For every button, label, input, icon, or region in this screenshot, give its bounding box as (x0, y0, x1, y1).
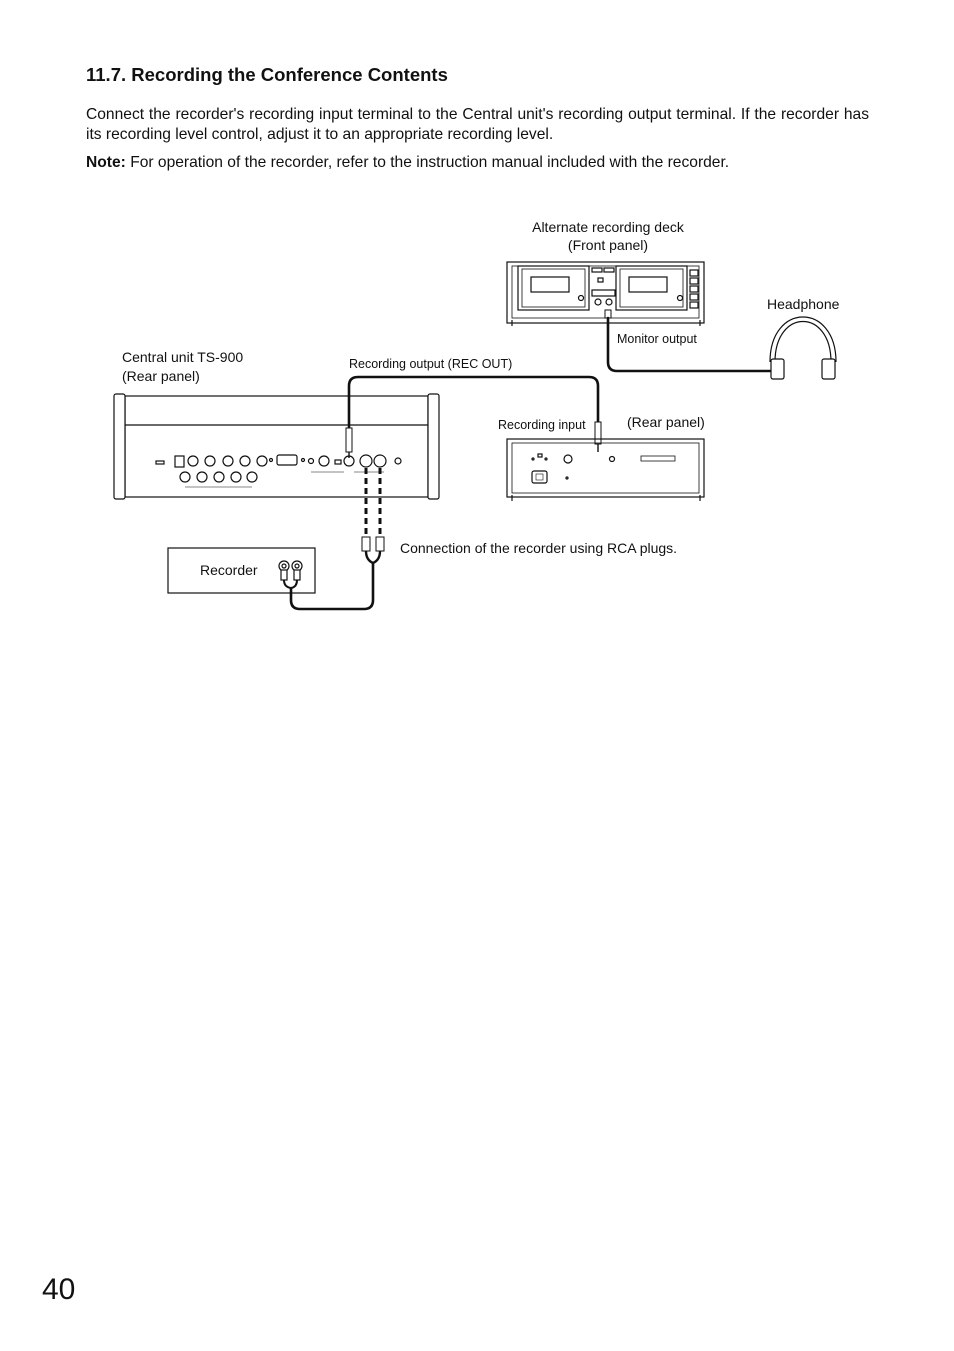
headphone-icon (769, 316, 837, 380)
intro-paragraph: Connect the recorder's recording input t… (86, 106, 869, 143)
deck-front-label-line2: (Front panel) (568, 237, 648, 253)
headphone-label: Headphone (767, 296, 840, 312)
note-text: For operation of the recorder, refer to … (125, 154, 730, 171)
recording-input-label: Recording input (498, 418, 586, 432)
rca-caption: Connection of the recorder using RCA plu… (400, 540, 677, 556)
monitor-output-label: Monitor output (617, 332, 697, 346)
monitor-output-cable (604, 309, 774, 373)
note-label: Note: (86, 154, 126, 171)
rec-out-cable (345, 375, 602, 458)
cassette-deck-front (506, 261, 705, 326)
section-heading: 11.7. Recording the Conference Contents (86, 64, 448, 85)
note-paragraph: Note: For operation of the recorder, ref… (86, 153, 869, 173)
recorder-label: Recorder (200, 562, 258, 578)
central-unit-label-line2: (Rear panel) (122, 368, 200, 384)
central-unit-label-line1: Central unit TS-900 (122, 349, 243, 365)
rec-out-label: Recording output (REC OUT) (349, 357, 512, 371)
recorder-rca-jacks (278, 560, 303, 590)
deck-rear-panel-label: (Rear panel) (627, 414, 705, 430)
recorder-box (167, 547, 316, 594)
central-unit-rear-panel (113, 393, 440, 500)
cassette-deck-rear (506, 438, 705, 501)
page-number: 40 (42, 1273, 76, 1306)
deck-front-label-line1: Alternate recording deck (532, 219, 685, 235)
rca-connection (289, 468, 385, 611)
